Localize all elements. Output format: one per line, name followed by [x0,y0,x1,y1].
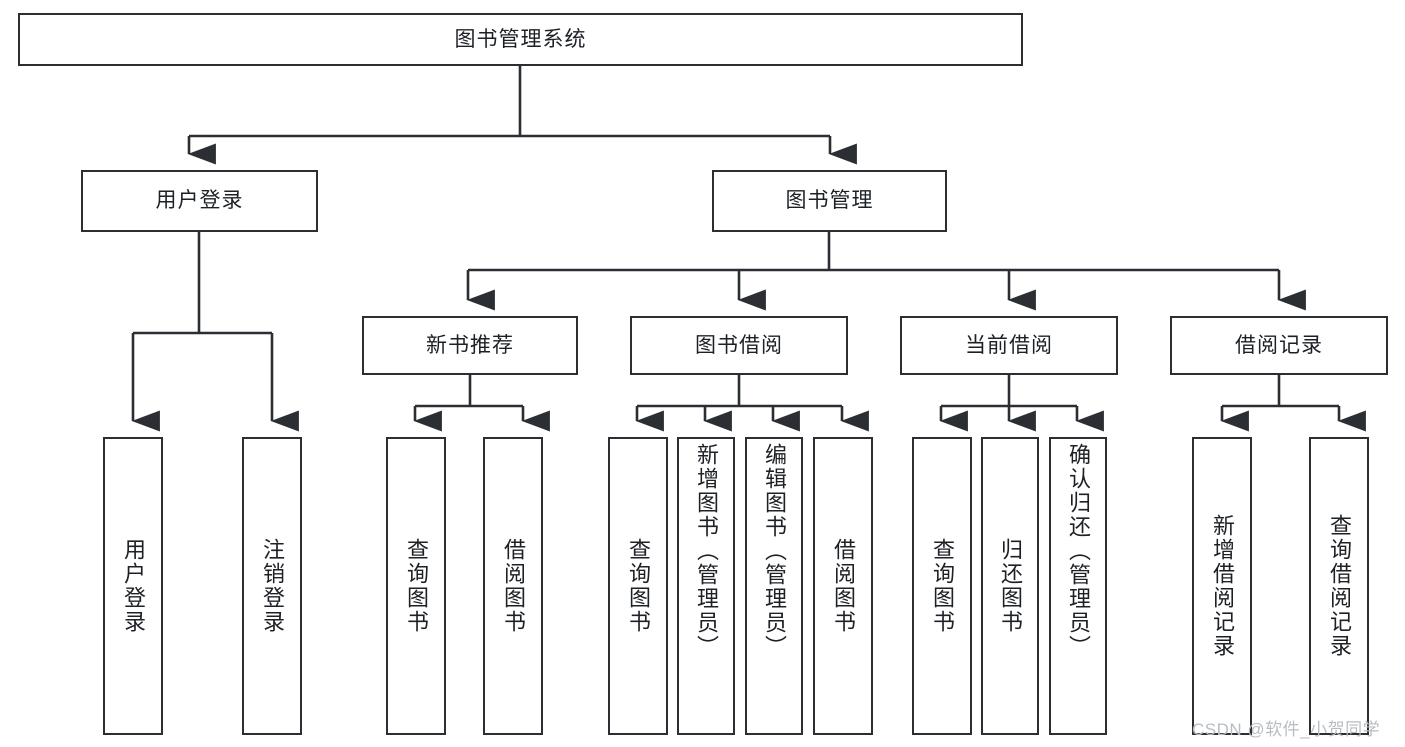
node-borrow-record-label: 借阅记录 [1235,333,1323,357]
node-borrow-record[interactable]: 借阅记录 [1170,316,1388,375]
watermark-text: CSDN @软件_小贺同学 [1192,720,1381,739]
node-user-login[interactable]: 用户登录 [81,170,318,232]
node-leaf-return-book[interactable]: 归还图书 [981,437,1039,735]
node-book-borrow-label: 图书借阅 [695,333,783,357]
node-leaf-add-record-label: 新增借阅记录 [1209,514,1235,658]
node-leaf-user-logout[interactable]: 注销登录 [242,437,302,735]
node-leaf-confirm-return-label: 确认归还（管理员） [1065,443,1091,659]
node-leaf-borrow-book-2[interactable]: 借阅图书 [813,437,873,735]
node-current-borrow-label: 当前借阅 [965,333,1053,357]
node-leaf-query-book-3[interactable]: 查询图书 [912,437,972,735]
node-leaf-query-book-3-label: 查询图书 [929,538,955,634]
node-leaf-edit-book[interactable]: 编辑图书（管理员） [745,437,803,735]
node-leaf-confirm-return[interactable]: 确认归还（管理员） [1049,437,1107,735]
node-new-book-recommend[interactable]: 新书推荐 [362,316,578,375]
node-root[interactable]: 图书管理系统 [18,13,1023,66]
node-leaf-query-book-2[interactable]: 查询图书 [608,437,668,735]
node-leaf-user-login[interactable]: 用户登录 [103,437,163,735]
node-leaf-query-book-2-label: 查询图书 [625,538,651,634]
node-leaf-user-logout-label: 注销登录 [259,538,285,634]
node-book-manage-label: 图书管理 [785,189,874,213]
node-book-borrow[interactable]: 图书借阅 [630,316,848,375]
node-current-borrow[interactable]: 当前借阅 [900,316,1118,375]
node-leaf-add-book-label: 新增图书（管理员） [693,443,719,659]
node-new-book-recommend-label: 新书推荐 [426,333,514,357]
node-leaf-query-book-1-label: 查询图书 [403,538,429,634]
node-user-login-label: 用户登录 [155,189,244,213]
node-leaf-borrow-book-2-label: 借阅图书 [830,538,856,634]
node-leaf-return-book-label: 归还图书 [997,538,1023,634]
node-root-label: 图书管理系统 [454,27,587,51]
node-leaf-add-book[interactable]: 新增图书（管理员） [677,437,735,735]
node-leaf-borrow-book-1[interactable]: 借阅图书 [483,437,543,735]
node-leaf-add-record[interactable]: 新增借阅记录 [1192,437,1252,735]
node-leaf-edit-book-label: 编辑图书（管理员） [761,443,787,659]
node-leaf-user-login-label: 用户登录 [120,538,146,634]
node-leaf-borrow-book-1-label: 借阅图书 [500,538,526,634]
node-book-manage[interactable]: 图书管理 [712,170,947,232]
node-leaf-query-book-1[interactable]: 查询图书 [386,437,446,735]
node-leaf-query-record-label: 查询借阅记录 [1326,514,1352,658]
node-leaf-query-record[interactable]: 查询借阅记录 [1309,437,1369,735]
